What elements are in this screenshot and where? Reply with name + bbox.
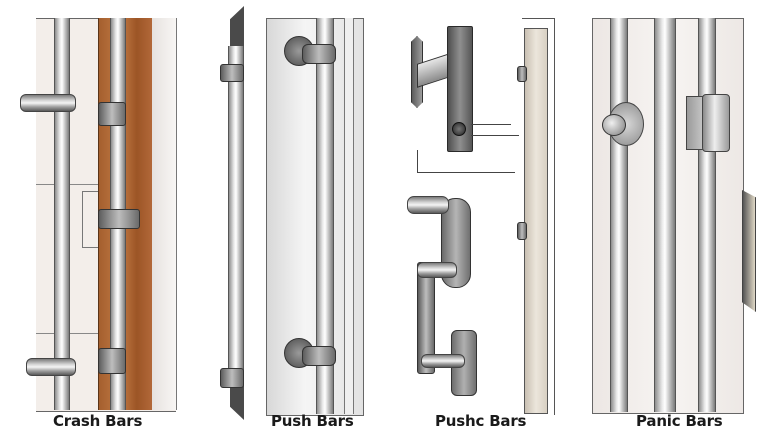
strike-plate [524,28,548,414]
push-bar-bracket-top [220,64,244,82]
caption-crash-bars: Crash Bars [53,412,143,430]
caption-pushc-bars: Pushc Bars [435,412,527,430]
strike-clip-top [517,66,527,82]
rod-clamp-middle [98,209,140,229]
push-bar-bracket-bottom [220,368,244,388]
lever-crossbar [417,262,457,278]
push-bar-arm-top [302,44,336,64]
crash-bar-handle-bottom [26,358,76,376]
callout-line-2 [471,135,519,136]
lever-top [407,196,449,214]
panic-rod-3 [698,18,716,412]
side-latch [742,190,756,312]
dimension-line-horizontal [417,172,515,173]
panic-rod-1 [610,18,628,412]
push-bar-vertical-rod [316,18,334,414]
pushc-bars-illustration [405,18,555,415]
push-bar-cap-top [230,6,244,50]
caption-push-bars: Push Bars [271,412,354,430]
lower-lever-bar [421,354,465,368]
caption-panic-bars: Panic Bars [636,412,723,430]
door-edge-strip [152,18,177,410]
push-bars-illustration [218,6,364,420]
door-inset-box [82,191,99,248]
panic-bars-illustration [592,18,756,414]
push-bar-side-rod [228,46,244,386]
hinge-barrel [702,94,730,152]
strike-clip-bottom [517,222,527,240]
rod-clamp-bottom [98,348,126,374]
key-cylinder [452,122,466,136]
rod-clamp-top [98,102,126,126]
panic-rod-2 [654,18,676,412]
door-edge-line [344,18,354,414]
crash-bars-illustration [20,18,177,412]
cylinder-lock-knob [602,114,626,136]
callout-line-1 [471,124,511,125]
push-bar-arm-bottom [302,346,336,366]
strike-plate-frame [522,18,555,415]
dimension-line-vertical [417,150,418,172]
crash-bar-handle-top [20,94,76,112]
crash-bar-rod-left [54,18,70,410]
